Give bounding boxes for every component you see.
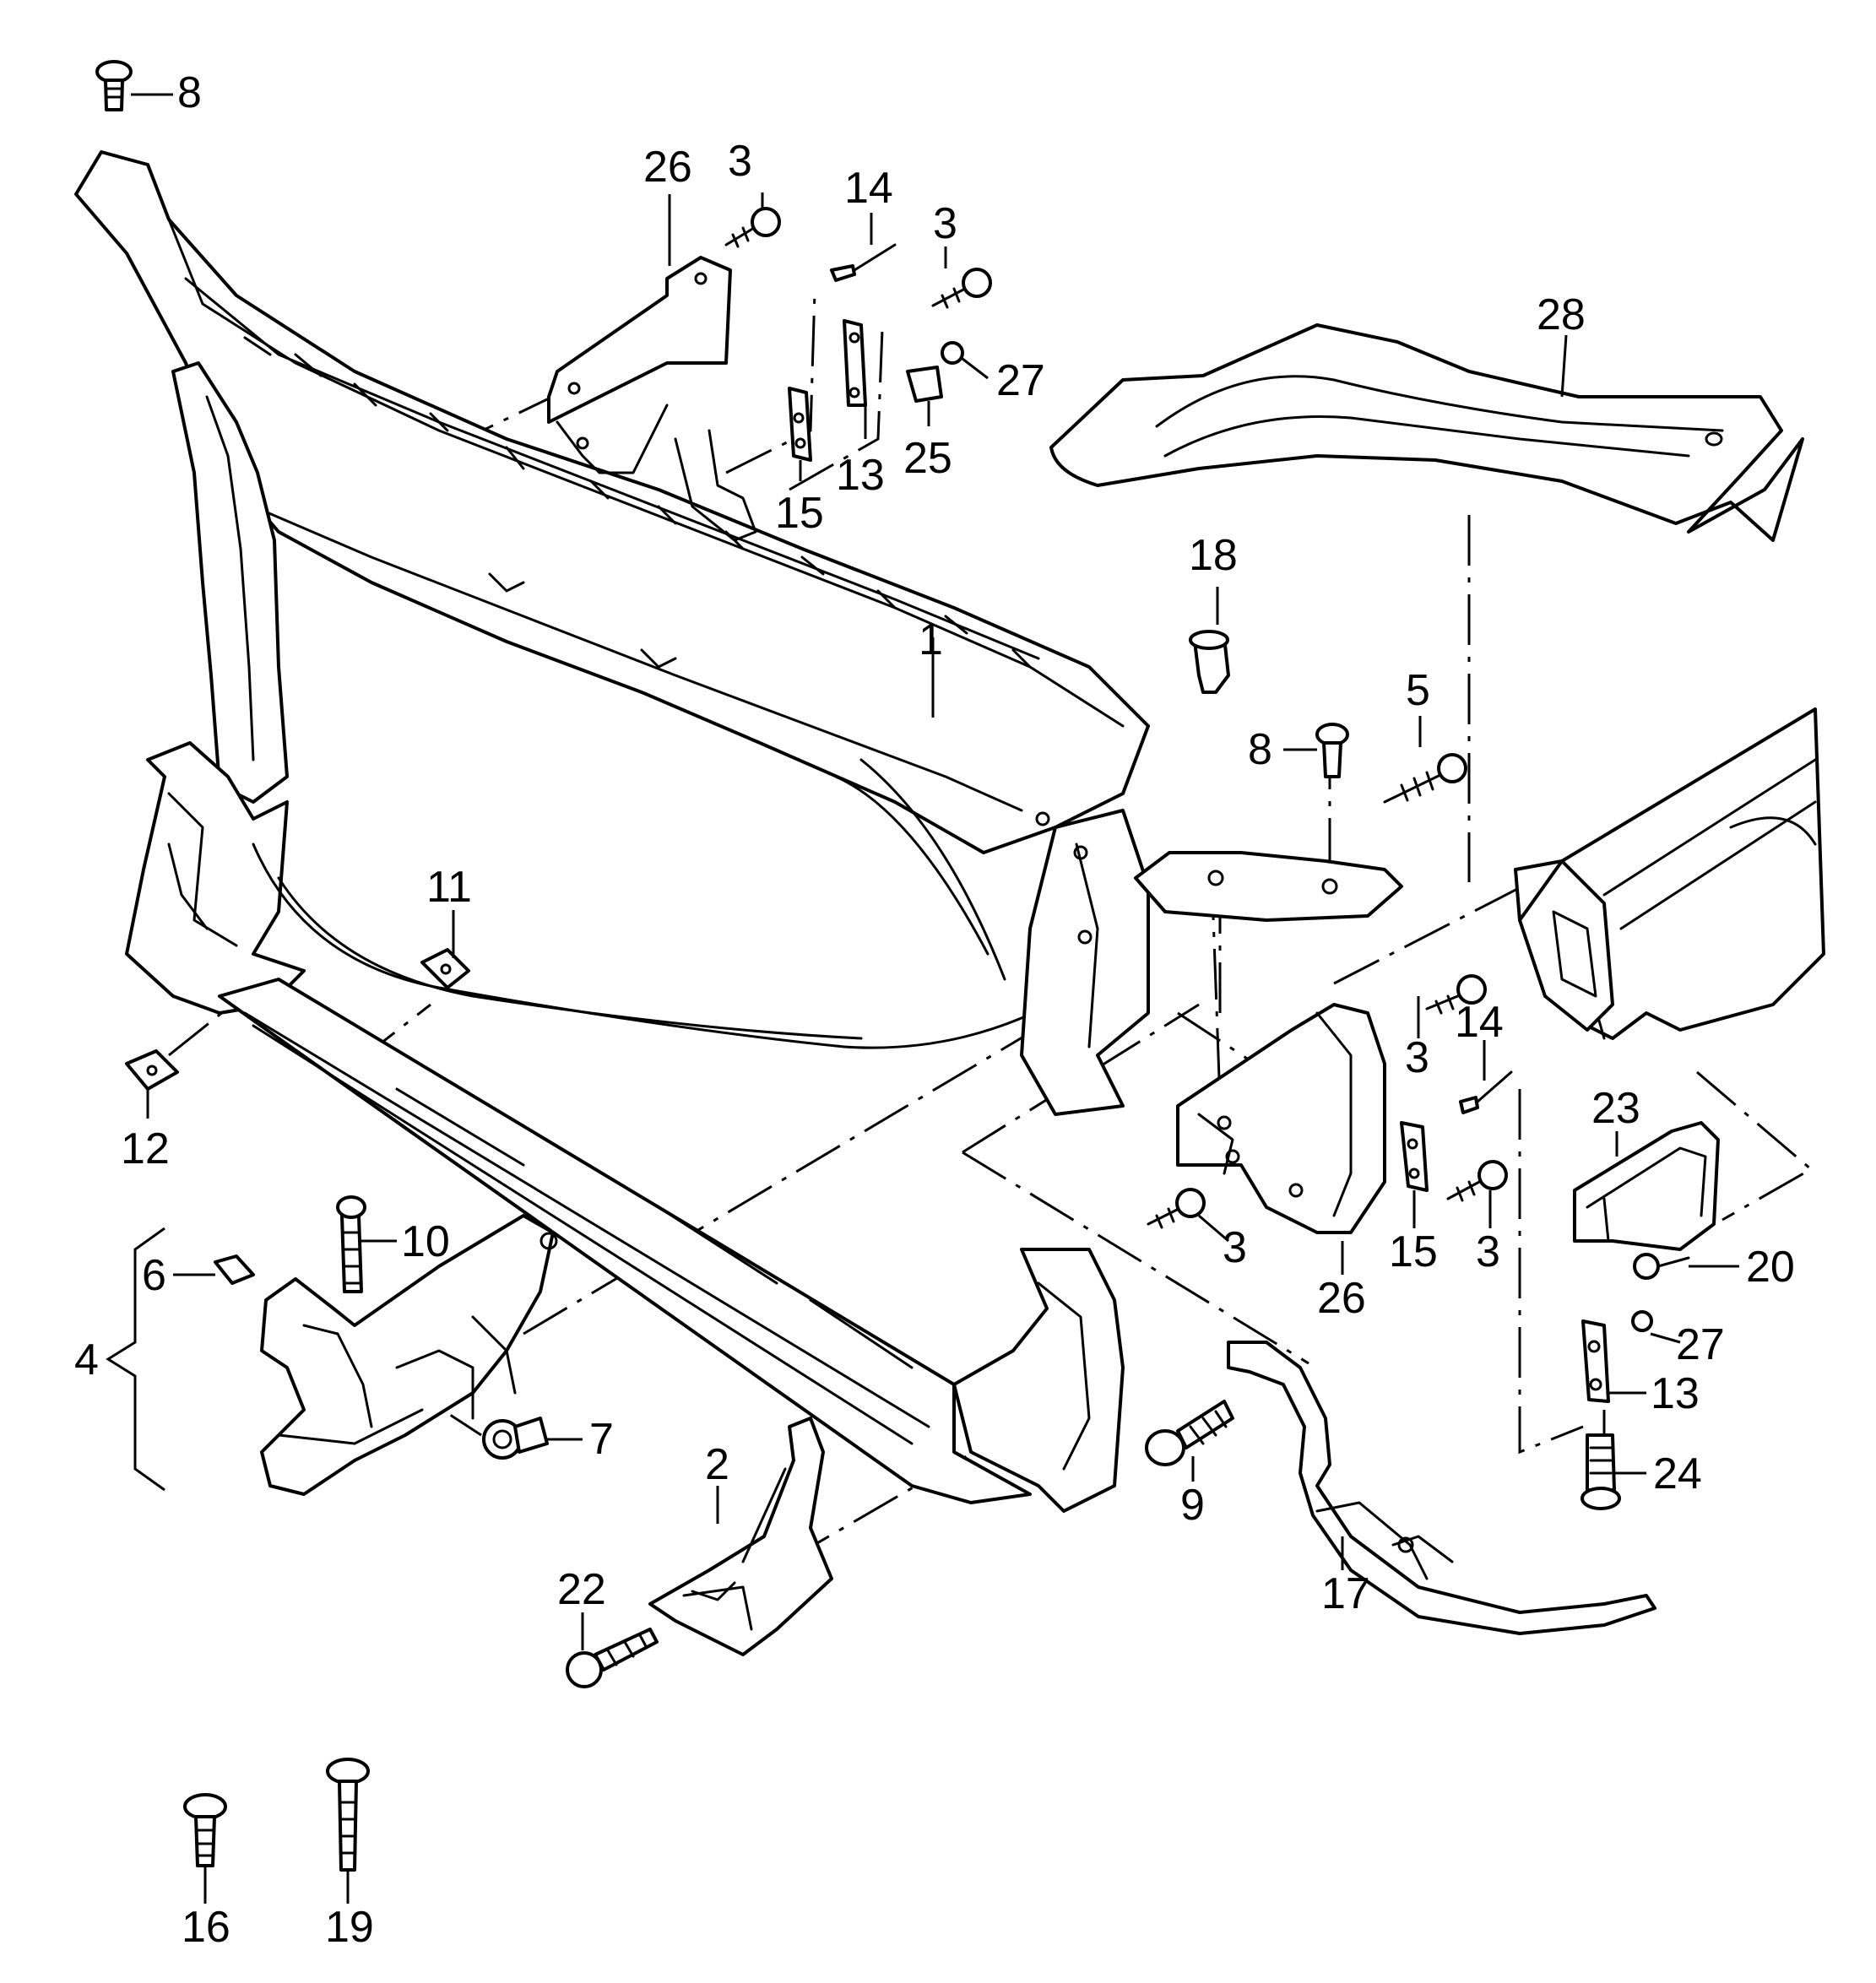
- callout-1: 1: [919, 615, 943, 664]
- callout-25-top: 25: [903, 434, 952, 483]
- bolt-3-c: [1425, 974, 1487, 1015]
- pipe-17: [1227, 1341, 1656, 1635]
- plate-15-top: [788, 387, 812, 462]
- callout-3-right-a: 3: [1405, 1033, 1429, 1082]
- bolt-8-top: [95, 60, 133, 111]
- leader-lines: [131, 93, 1739, 1904]
- clip-25-top: [906, 366, 943, 403]
- rivet-14-top: [830, 243, 897, 282]
- callout-18: 18: [1189, 531, 1238, 580]
- callout-3-right-b: 3: [1476, 1227, 1500, 1276]
- air-duct-28: [1049, 323, 1804, 542]
- callout-23: 23: [1591, 1084, 1640, 1133]
- bolt-3-a: [724, 207, 781, 248]
- nut-12: [125, 1049, 179, 1091]
- side-rail: [1514, 707, 1825, 1040]
- bolt-5: [1383, 753, 1467, 804]
- nut-11: [420, 948, 470, 989]
- plate-15-right: [1400, 1121, 1429, 1192]
- bracket-26-top: [547, 256, 757, 542]
- callout-7: 7: [589, 1415, 614, 1464]
- callout-9: 9: [1180, 1481, 1205, 1530]
- callout-16: 16: [182, 1903, 230, 1952]
- callout-26-top: 26: [643, 143, 692, 192]
- nut-27-right: [1631, 1310, 1653, 1332]
- bracket-2: [648, 1417, 833, 1656]
- bracket-26-right: [1176, 1003, 1386, 1234]
- callout-8-right: 8: [1248, 725, 1272, 774]
- nut-6: [214, 1254, 255, 1285]
- bolt-22: [566, 1628, 659, 1688]
- callout-3-top-b: 3: [933, 199, 957, 248]
- bolt-20: [1633, 1253, 1690, 1280]
- bolt-3-e: [1147, 1188, 1206, 1229]
- callout-4: 4: [74, 1336, 99, 1384]
- bolt-3-d: [1446, 1160, 1508, 1202]
- callout-20: 20: [1746, 1243, 1795, 1292]
- front-carrier-1: [74, 150, 1150, 1513]
- bolt-9: [1145, 1400, 1234, 1466]
- callout-24: 24: [1653, 1449, 1702, 1498]
- bolt-3-b: [931, 268, 992, 309]
- callout-11: 11: [426, 863, 472, 912]
- callout-2: 2: [705, 1440, 729, 1489]
- callout-28: 28: [1537, 290, 1586, 339]
- callout-17: 17: [1321, 1569, 1370, 1618]
- mounting-plate-right: [1134, 851, 1403, 922]
- rivet-14-right: [1459, 1070, 1513, 1114]
- callout-8-top: 8: [177, 68, 202, 117]
- bushing-7: [482, 1417, 549, 1460]
- callout-13-right: 13: [1651, 1369, 1700, 1418]
- callout-3-top-a: 3: [728, 137, 752, 186]
- bolt-19: [326, 1758, 370, 1872]
- strap-13-right: [1581, 1319, 1610, 1403]
- callout-10: 10: [401, 1217, 450, 1266]
- callout-15-right: 15: [1389, 1227, 1438, 1276]
- nut-18: [1189, 630, 1230, 694]
- callout-12: 12: [121, 1124, 170, 1173]
- callout-22: 22: [557, 1565, 606, 1614]
- bolt-16: [183, 1793, 227, 1867]
- bolt-8-right: [1315, 723, 1349, 778]
- callout-5: 5: [1406, 666, 1430, 715]
- sensor-23: [1573, 1121, 1720, 1251]
- callout-15-top: 15: [775, 489, 824, 538]
- callout-27-top: 27: [996, 356, 1045, 405]
- callout-14-right: 14: [1455, 998, 1504, 1047]
- brace-4: [106, 1227, 165, 1492]
- strap-13-top: [843, 319, 867, 407]
- callout-27-right: 27: [1676, 1320, 1725, 1369]
- bolt-10: [336, 1195, 366, 1293]
- callout-13-top: 13: [836, 451, 885, 500]
- bolt-24: [1581, 1433, 1621, 1510]
- bracket-4: [260, 1214, 558, 1496]
- callouts: 8 26 3 14 3 27 13 25 15 28 1 18 5 8 11 1…: [74, 68, 1795, 1952]
- callout-19: 19: [325, 1903, 374, 1952]
- callout-3-right-c: 3: [1223, 1223, 1247, 1272]
- nut-27-top: [941, 341, 964, 365]
- callout-14-top: 14: [844, 164, 893, 213]
- callout-6: 6: [142, 1251, 166, 1300]
- callout-26-right: 26: [1317, 1274, 1366, 1323]
